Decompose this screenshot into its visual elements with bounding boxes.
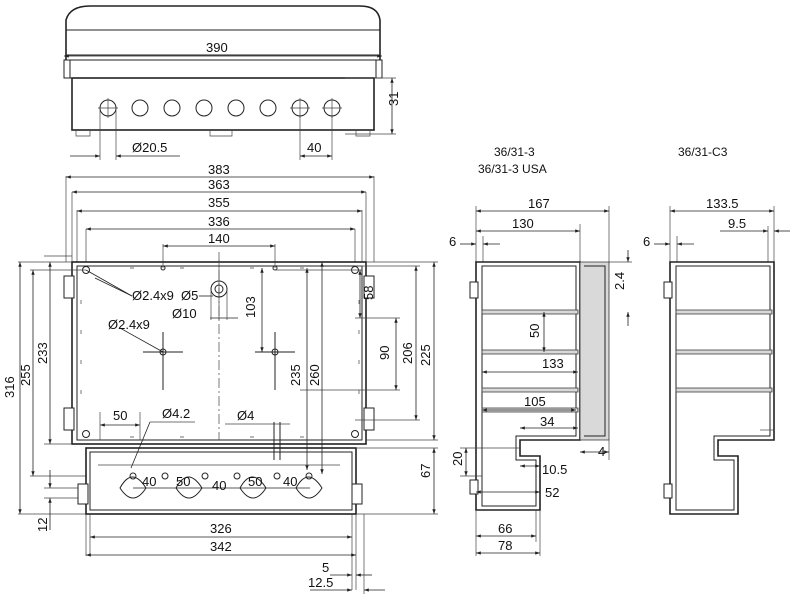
dim-4-side: 4 <box>598 444 605 459</box>
dim-52: 52 <box>545 485 559 500</box>
dim-12: 12 <box>35 518 50 532</box>
dim-pitch-2: 50 <box>176 474 190 489</box>
dim-pitch-3: 40 <box>212 478 226 493</box>
dim-hole-10: Ø10 <box>172 306 197 321</box>
dim-2-4: 2.4 <box>612 272 627 290</box>
dim-5: 5 <box>322 560 329 575</box>
dim-133: 133 <box>542 356 564 371</box>
dim-31: 31 <box>386 92 401 106</box>
dim-235: 235 <box>288 364 303 386</box>
dim-hole-2-4x9-b: Ø2.4x9 <box>108 317 150 332</box>
side-view-2-ribs <box>675 309 774 431</box>
dim-hole-4-2: Ø4.2 <box>162 406 190 421</box>
dim-12-5: 12.5 <box>308 575 333 590</box>
dim-pitch-40: 40 <box>307 140 321 155</box>
dim-167: 167 <box>528 196 550 211</box>
dim-390: 390 <box>206 40 228 55</box>
dim-50-side: 50 <box>527 324 542 338</box>
dim-260: 260 <box>307 364 322 386</box>
dim-336: 336 <box>208 214 230 229</box>
dim-105: 105 <box>524 394 546 409</box>
dim-316: 316 <box>2 376 17 398</box>
dim-363: 363 <box>208 177 230 192</box>
dim-130: 130 <box>512 216 534 231</box>
front-view: 383 363 355 336 140 <box>2 162 438 594</box>
dim-pitch-4: 50 <box>248 474 262 489</box>
dim-20: 20 <box>450 452 465 466</box>
dim-383: 383 <box>208 162 230 177</box>
top-view-knockout-holes <box>98 98 342 118</box>
dim-6-a: 6 <box>449 234 456 249</box>
dim-34: 34 <box>540 414 554 429</box>
dim-pitch-1: 40 <box>142 474 156 489</box>
top-view-body <box>71 77 375 131</box>
dim-hole-2-4x9-a: Ø2.4x9 <box>132 288 174 303</box>
dim-6-b: 6 <box>643 234 650 249</box>
side-view-2-body <box>669 261 775 515</box>
dim-67: 67 <box>418 464 433 478</box>
side-view-2: 36/31-C3 133.5 9.5 6 <box>643 145 790 515</box>
dim-9-5: 9.5 <box>728 216 746 231</box>
dim-50-left: 50 <box>113 408 127 423</box>
dim-355: 355 <box>208 195 230 210</box>
side-view-1-title-1: 36/31-3 <box>494 145 535 159</box>
dim-hole-20-5: Ø20.5 <box>132 140 167 155</box>
side-view-1: 36/31-3 36/31-3 USA 167 130 6 <box>449 145 632 556</box>
dim-342: 342 <box>210 539 232 554</box>
terminal-compartment <box>85 447 357 515</box>
side-view-2-title: 36/31-C3 <box>678 145 728 159</box>
dim-140: 140 <box>208 231 230 246</box>
dim-233: 233 <box>35 342 50 364</box>
dim-255: 255 <box>18 364 33 386</box>
dim-133-5: 133.5 <box>706 196 739 211</box>
top-view-lid <box>65 5 381 60</box>
dim-58: 58 <box>361 286 376 300</box>
top-view: 390 31 Ø20.5 40 <box>63 5 401 160</box>
dim-78: 78 <box>498 538 512 553</box>
dim-hole-5: Ø5 <box>181 288 198 303</box>
dim-pitch-5: 40 <box>283 474 297 489</box>
side-view-1-title-2: 36/31-3 USA <box>478 162 547 176</box>
dim-326: 326 <box>210 521 232 536</box>
dim-206: 206 <box>400 342 415 364</box>
dim-10-5: 10.5 <box>542 462 567 477</box>
dim-66: 66 <box>498 521 512 536</box>
dim-225: 225 <box>418 344 433 366</box>
dim-103: 103 <box>243 296 258 318</box>
dim-90: 90 <box>377 346 392 360</box>
dim-hole-4: Ø4 <box>237 408 254 423</box>
